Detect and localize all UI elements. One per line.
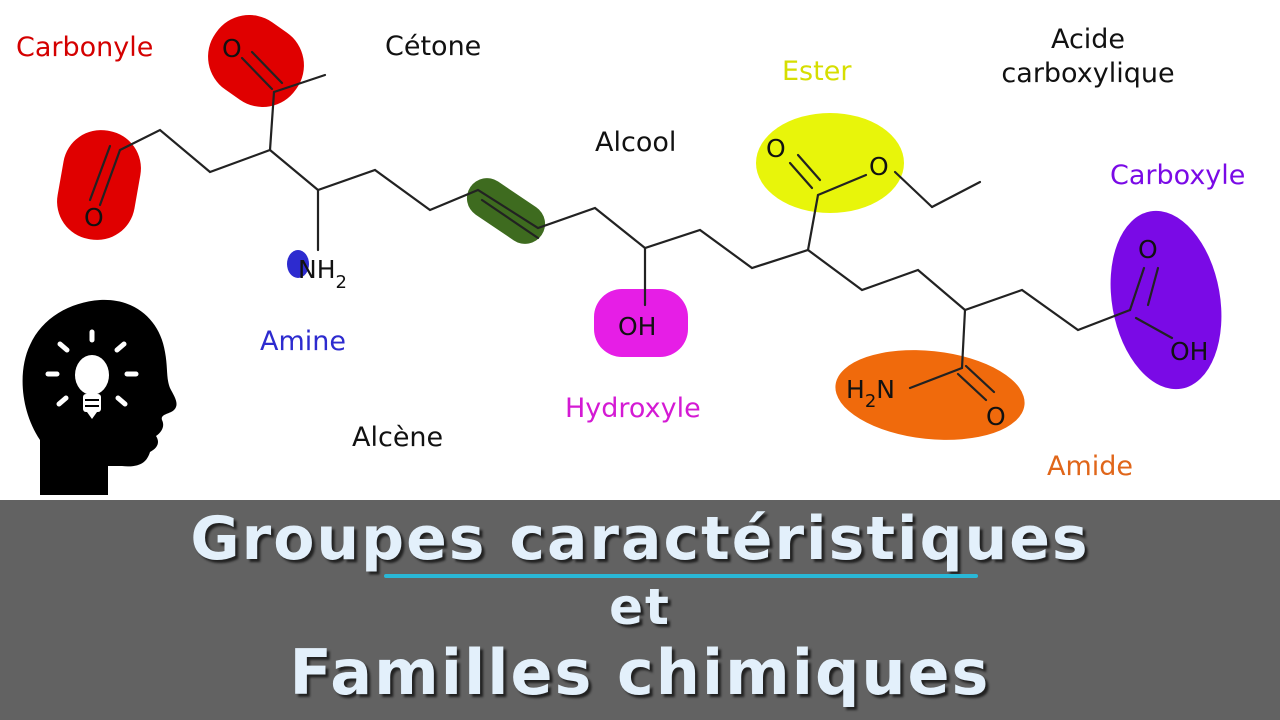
carboxyle-label: Carboxyle xyxy=(1110,160,1246,191)
amide-nitrogen-atoms: H2N xyxy=(846,375,895,412)
title-line-2: et xyxy=(609,578,671,636)
title-line-3: Familles chimiques xyxy=(289,636,991,709)
ketone-oxygen-atom: O xyxy=(222,34,242,63)
amide-highlight xyxy=(835,350,1025,440)
skeletal-bonds xyxy=(88,50,1174,402)
acide-carboxylique-label-line1: Acide xyxy=(1050,24,1126,55)
amine-nitrogen-atom: NH2 xyxy=(298,255,347,293)
alcene-label: Alcène xyxy=(352,422,444,453)
aldehyde-highlight xyxy=(57,130,141,240)
hydroxyl-highlight xyxy=(594,289,688,357)
ketone-highlight xyxy=(208,15,304,107)
amide-label: Amide xyxy=(1047,451,1134,482)
hydroxyle-label: Hydroxyle xyxy=(565,393,701,424)
carboxyl-highlight xyxy=(1110,210,1222,390)
acide-carboxylique-label-line2: carboxylique xyxy=(1001,58,1175,89)
aldehyde-oxygen-atom: O xyxy=(84,203,104,232)
alcool-label: Alcool xyxy=(595,127,677,158)
amide-oxygen-atom: O xyxy=(986,402,1006,431)
carboxyl-oxygen-atom: O xyxy=(1138,235,1158,264)
title-banner: Groupes caractéristiques et Familles chi… xyxy=(0,500,1280,720)
hydroxyl-atoms: OH xyxy=(618,312,656,341)
title-line-1: Groupes caractéristiques xyxy=(190,504,1090,574)
amine-label: Amine xyxy=(260,326,346,357)
alkene-highlight xyxy=(466,178,546,244)
lightbulb-head-icon xyxy=(22,299,177,495)
molecule-diagram: O O NH2 OH O O H2N O O OH xyxy=(22,15,1222,495)
amine-highlight xyxy=(287,250,309,278)
cetone-label: Cétone xyxy=(385,31,482,62)
carbonyle-label: Carbonyle xyxy=(16,32,154,63)
title-underline xyxy=(384,574,978,578)
carboxyl-hydroxyl-atoms: OH xyxy=(1170,337,1208,366)
ester-ether-oxygen-atom: O xyxy=(869,152,889,181)
ester-label: Ester xyxy=(782,56,852,87)
ester-highlight xyxy=(756,113,904,213)
ester-carbonyl-oxygen-atom: O xyxy=(766,134,786,163)
